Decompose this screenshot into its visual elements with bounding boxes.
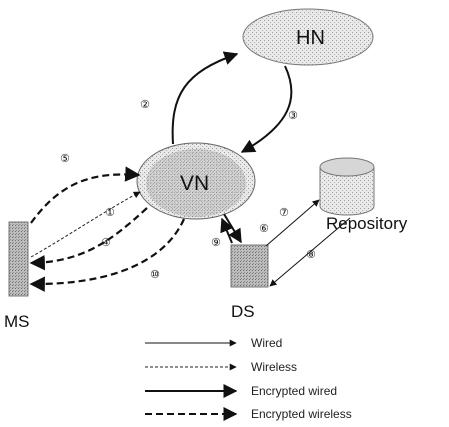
legend-encrypted-wireless-label: Encrypted wireless xyxy=(251,407,352,421)
repository-label: Repository xyxy=(326,214,408,233)
hn-node: HN xyxy=(242,8,374,66)
legend-encrypted-wired-label: Encrypted wired xyxy=(251,384,337,398)
repository-cylinder: Repository xyxy=(319,157,408,233)
ds-box: DS xyxy=(230,244,269,321)
arrow-9-ds-to-vn xyxy=(220,217,234,244)
arrow-1-ms-to-vn xyxy=(30,191,141,258)
legend-wired: Wired xyxy=(145,336,282,350)
legend: Wired Wireless Encrypted wired Encrypted… xyxy=(145,336,352,421)
arrow-4-vn-to-ms xyxy=(29,207,148,271)
legend-wireless: Wireless xyxy=(145,360,297,374)
arrow-3-hn-to-vn xyxy=(240,65,293,153)
arrow-7-ds-to-repository xyxy=(265,199,320,247)
legend-wireless-label: Wireless xyxy=(251,360,297,374)
legend-wired-label: Wired xyxy=(251,336,282,350)
legend-encrypted-wired: Encrypted wired xyxy=(145,384,337,398)
ms-label: MS xyxy=(4,312,30,331)
step-3-label: ③ xyxy=(288,109,298,122)
step-8-label: ⑧ xyxy=(306,248,316,261)
step-10-label: ⑩ xyxy=(150,268,160,281)
step-5-label: ⑤ xyxy=(60,152,70,165)
ds-label: DS xyxy=(231,302,255,321)
ms-box: MS xyxy=(4,221,30,331)
arrow-8-repository-to-ds xyxy=(269,217,351,287)
step-9-label: ⑨ xyxy=(211,236,221,249)
arrow-10-vn-to-ms xyxy=(29,218,186,292)
arrow-5-ms-to-vn xyxy=(30,166,141,224)
step-7-label: ⑦ xyxy=(279,206,289,219)
step-1-label: ① xyxy=(105,206,115,219)
arrow-2-vn-to-hn xyxy=(171,51,239,145)
legend-encrypted-wireless: Encrypted wireless xyxy=(145,407,352,421)
vn-label: VN xyxy=(180,172,209,195)
step-4-label: ④ xyxy=(101,236,111,249)
step-6-label: ⑥ xyxy=(259,222,269,235)
hn-label: HN xyxy=(296,27,325,49)
vn-node: VN xyxy=(136,142,256,220)
step-2-label: ② xyxy=(140,98,150,111)
